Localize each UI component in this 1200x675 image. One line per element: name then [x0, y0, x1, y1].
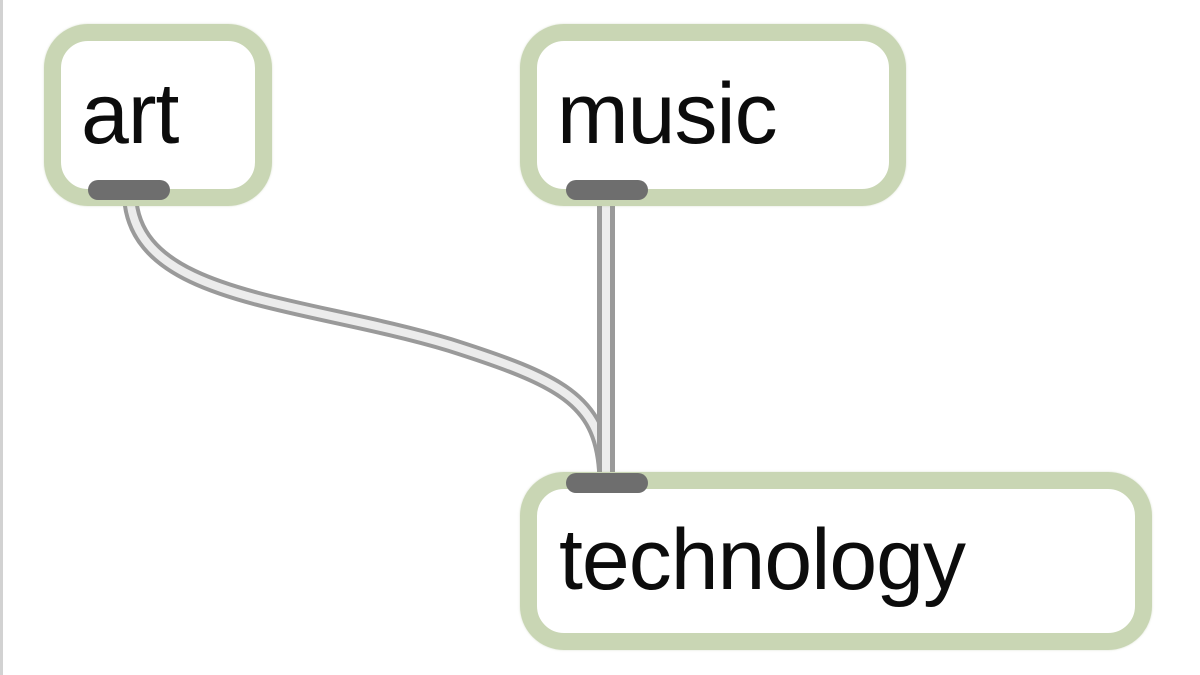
object-box-art[interactable]: art [44, 24, 272, 206]
box-label-art: art [81, 66, 179, 162]
object-box-music[interactable]: music [520, 24, 906, 206]
box-label-music: music [557, 66, 778, 162]
outlet-music[interactable] [566, 180, 648, 200]
outlet-art[interactable] [88, 180, 170, 200]
canvas-border [0, 0, 3, 675]
object-box-technology[interactable]: technology [520, 472, 1152, 650]
cord-art-technology[interactable] [122, 188, 613, 478]
box-label-technology: technology [559, 512, 966, 608]
inlet-technology[interactable] [566, 473, 648, 493]
